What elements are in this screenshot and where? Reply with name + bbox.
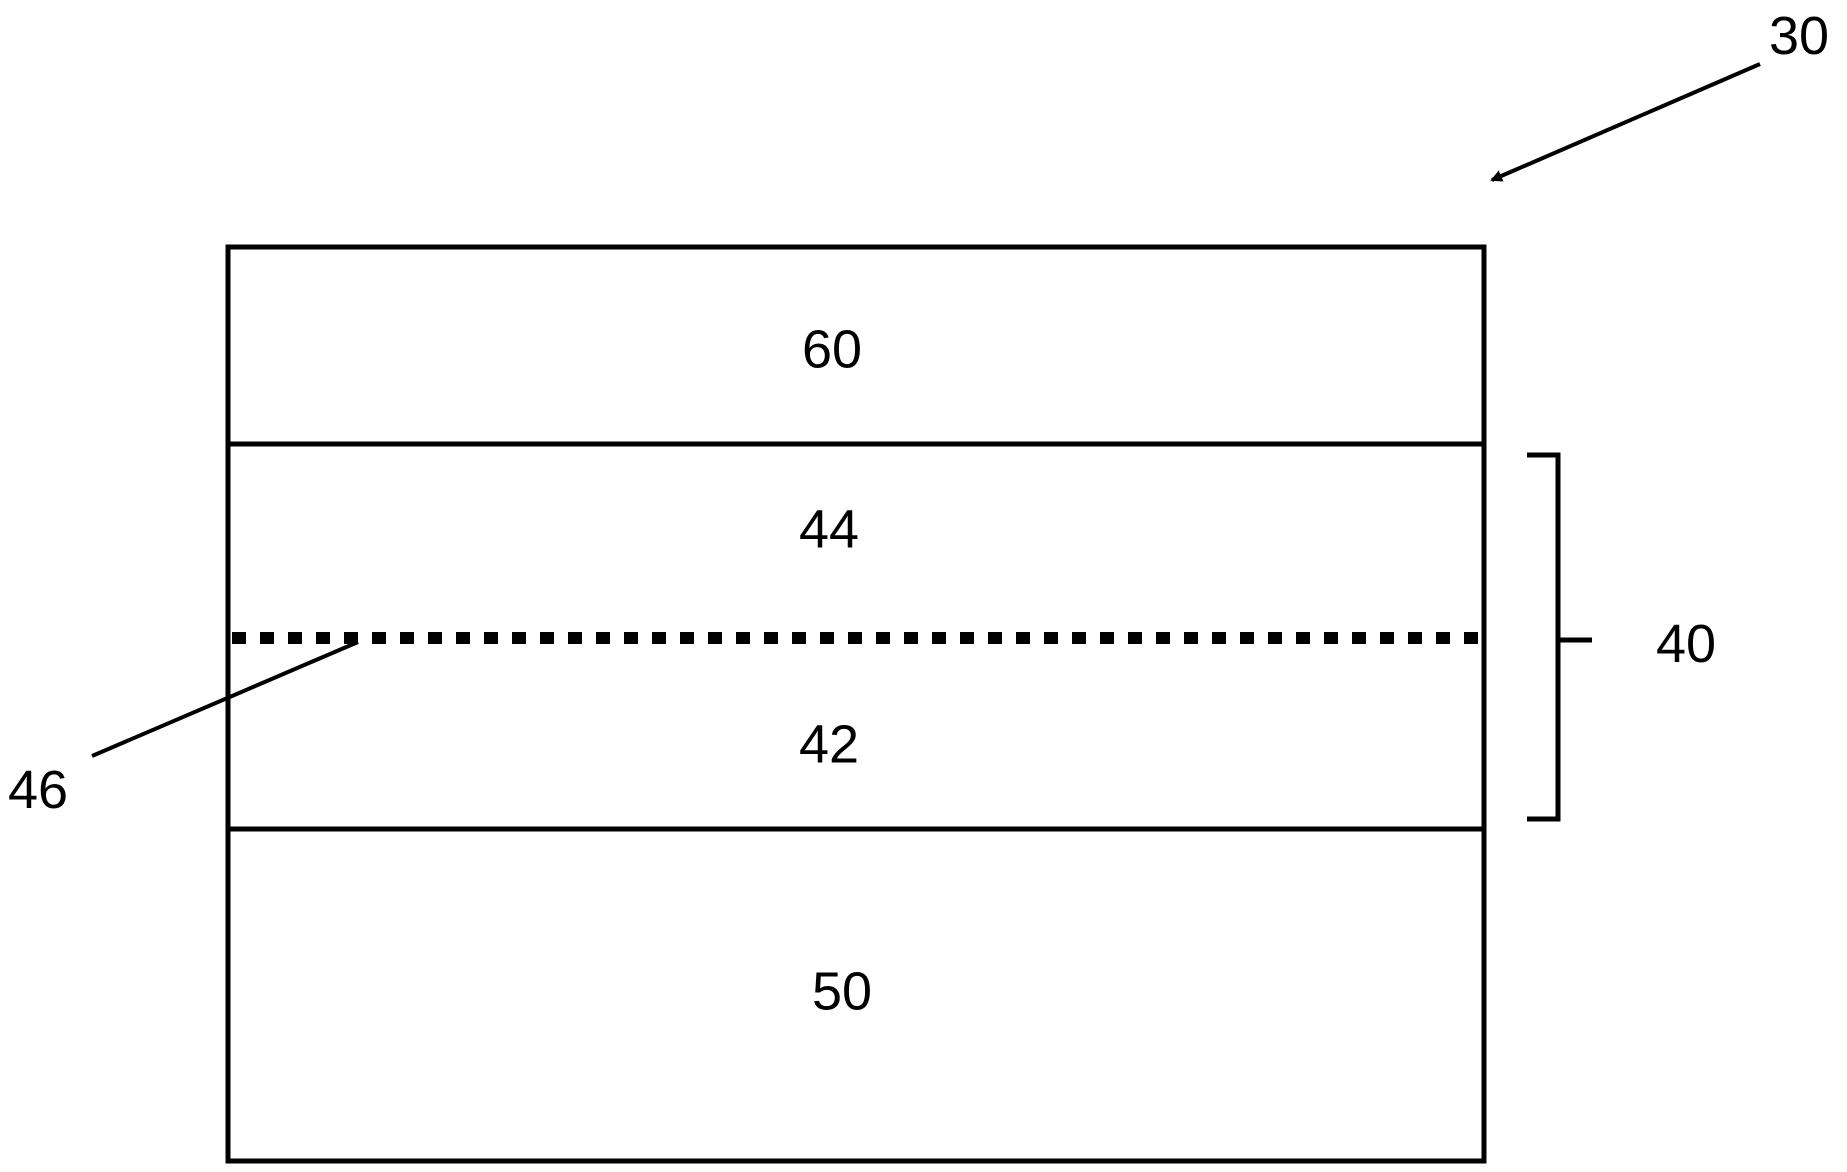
ref-label-interface: 46 <box>8 760 68 820</box>
layer-42-label: 42 <box>799 714 859 774</box>
ref-leader-interface <box>91 640 359 758</box>
layer-44-label: 44 <box>799 499 859 559</box>
layer-60-label: 60 <box>802 319 862 379</box>
layer-group-bracket <box>1527 452 1561 822</box>
ref-label-layer-group: 40 <box>1656 614 1716 674</box>
stack-outline <box>225 244 1487 1164</box>
ref-label-device: 30 <box>1769 6 1829 66</box>
layer-50-label: 50 <box>812 961 872 1021</box>
ref-arrow-device <box>1490 62 1761 182</box>
